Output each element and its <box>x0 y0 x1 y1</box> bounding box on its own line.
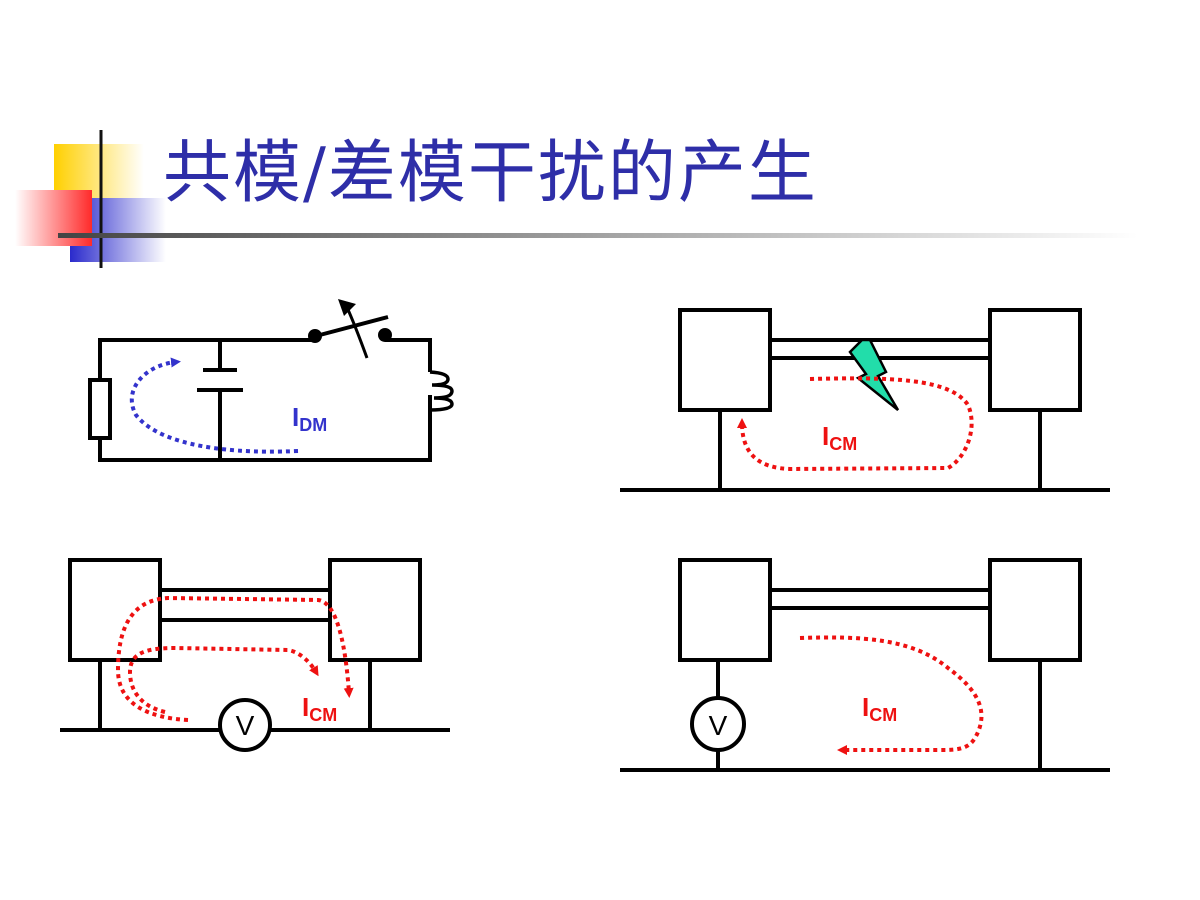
switch-arrow-head <box>338 299 356 316</box>
cm-current-path-outer <box>115 595 354 722</box>
cm-current-label-spark: ICM <box>822 421 857 454</box>
dm-current-path <box>129 357 299 454</box>
voltmeter-label: V <box>709 710 728 741</box>
device-box-right <box>988 558 1082 662</box>
cm-voltmeter-left-panel <box>60 558 450 752</box>
voltmeter-label: V <box>236 710 255 741</box>
switch-arrow-arc <box>344 304 369 359</box>
switch-blade <box>315 315 389 338</box>
cm-current-label-right: ICM <box>862 692 897 725</box>
device-box-left <box>678 558 772 662</box>
page-title: 共模/差模干扰的产生 <box>163 134 818 213</box>
cm-current-path-inner <box>127 645 319 714</box>
device-box-right <box>328 558 422 662</box>
inductor-coil <box>429 370 454 412</box>
dm-circuit-panel <box>88 299 454 462</box>
spark-icon <box>848 338 900 411</box>
title-decoration <box>15 130 1138 268</box>
cm-current-path-spark <box>737 376 974 472</box>
dm-loop-wire <box>98 338 432 462</box>
device-box-left <box>68 558 162 662</box>
cm-spark-panel <box>620 308 1110 492</box>
voltmeter-circle <box>690 696 746 752</box>
cm-voltmeter-right-panel <box>620 558 1110 772</box>
switch-contact-right <box>378 328 392 342</box>
dm-current-label: IDM <box>292 402 327 435</box>
resistor <box>88 378 112 440</box>
title-underline <box>58 233 1138 238</box>
cm-current-label-left: ICM <box>302 692 337 725</box>
switch-contact-left <box>308 329 322 343</box>
voltmeter-circle <box>218 698 272 752</box>
device-box-right <box>988 308 1082 412</box>
device-box-left <box>678 308 772 412</box>
cm-current-path-right <box>799 635 984 755</box>
